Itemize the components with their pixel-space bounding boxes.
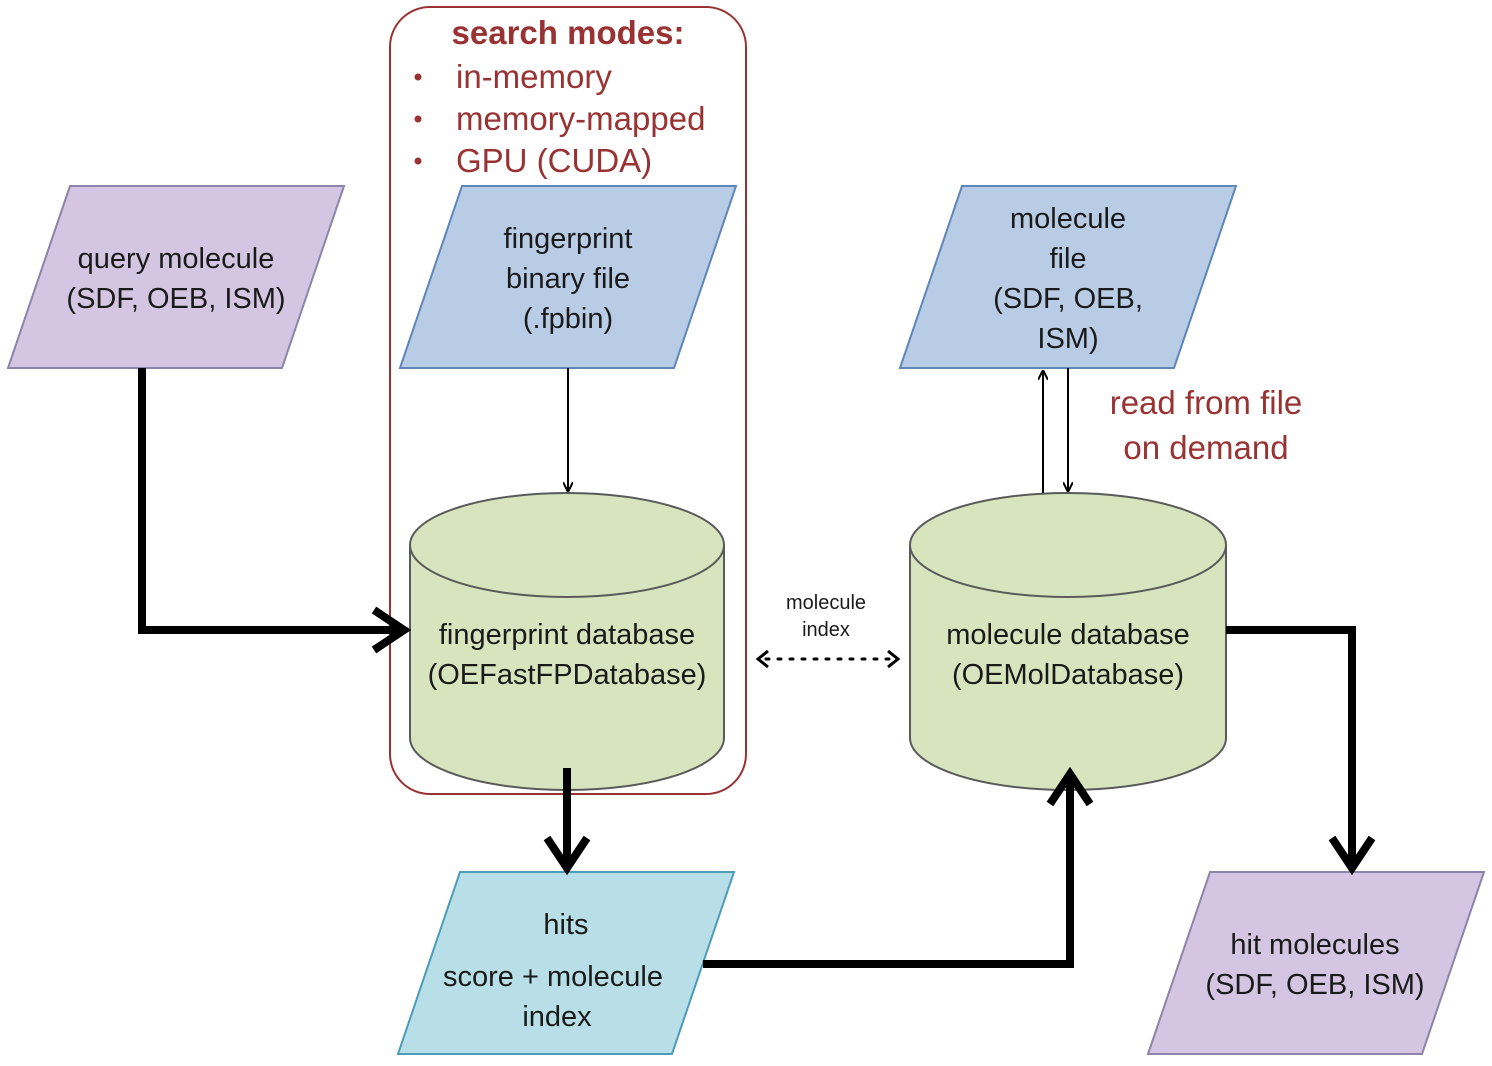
arrowhead-left-icon [755,649,769,669]
hit-molecules-node: hit molecules (SDF, OEB, ISM) [1146,871,1486,1055]
hits-title: hits [543,909,588,941]
search-mode-item: in-memory [456,58,612,95]
search-mode-item: GPU (CUDA) [456,142,652,179]
fingerprint-database-line: (OEFastFPDatabase) [428,659,707,691]
molecule-file-node: molecule file (SDF, OEB, ISM) [898,185,1238,369]
fingerprint-file-line: binary file [506,263,630,295]
arrow-hits-to-moldb [703,766,1094,968]
read-from-file-label: read from file [1110,384,1303,421]
read-from-file-label: on demand [1123,429,1288,466]
molecule-database-line: (OEMolDatabase) [952,659,1184,691]
search-modes-title: search modes: [452,14,685,51]
arrow-moldb-to-hitmols [1226,626,1376,876]
bullet-icon [414,157,422,165]
arrow-query-to-fpdb [138,368,412,654]
fingerprint-file-line: fingerprint [504,223,633,255]
molecule-file-line: ISM) [1037,323,1098,355]
fingerprint-database-node: fingerprint database (OEFastFPDatabase) [409,492,725,791]
molecule-database-node: molecule database (OEMolDatabase) [909,492,1227,791]
search-modes-list: in-memory memory-mapped GPU (CUDA) [414,58,705,179]
molecule-file-line: (SDF, OEB, [993,283,1143,315]
hits-line: score + molecule [443,961,663,993]
hits-node: hits score + molecule index [396,871,736,1055]
molecule-file-line: file [1049,243,1086,275]
molecule-file-line: molecule [1010,203,1126,235]
molecule-index-label: molecule [786,592,866,614]
fingerprint-database-line: fingerprint database [439,619,695,651]
bullet-icon [414,115,422,123]
search-mode-item: memory-mapped [456,100,705,137]
molecule-index-connector [755,649,901,669]
query-molecule-node: query molecule (SDF, OEB, ISM) [6,185,346,369]
query-molecule-line: (SDF, OEB, ISM) [66,283,285,315]
hit-molecules-line: hit molecules [1230,929,1399,961]
bullet-icon [414,73,422,81]
arrowhead-right-icon [887,649,901,669]
arrow-fpdb-to-hits [543,768,591,876]
hit-molecules-line: (SDF, OEB, ISM) [1205,969,1424,1001]
molecule-index-label: index [802,619,850,641]
query-molecule-line: query molecule [78,243,275,275]
molecule-database-line: molecule database [946,619,1189,651]
hits-line: index [522,1001,592,1033]
fingerprint-file-line: (.fpbin) [523,303,613,335]
fingerprint-file-node: fingerprint binary file (.fpbin) [398,185,738,369]
